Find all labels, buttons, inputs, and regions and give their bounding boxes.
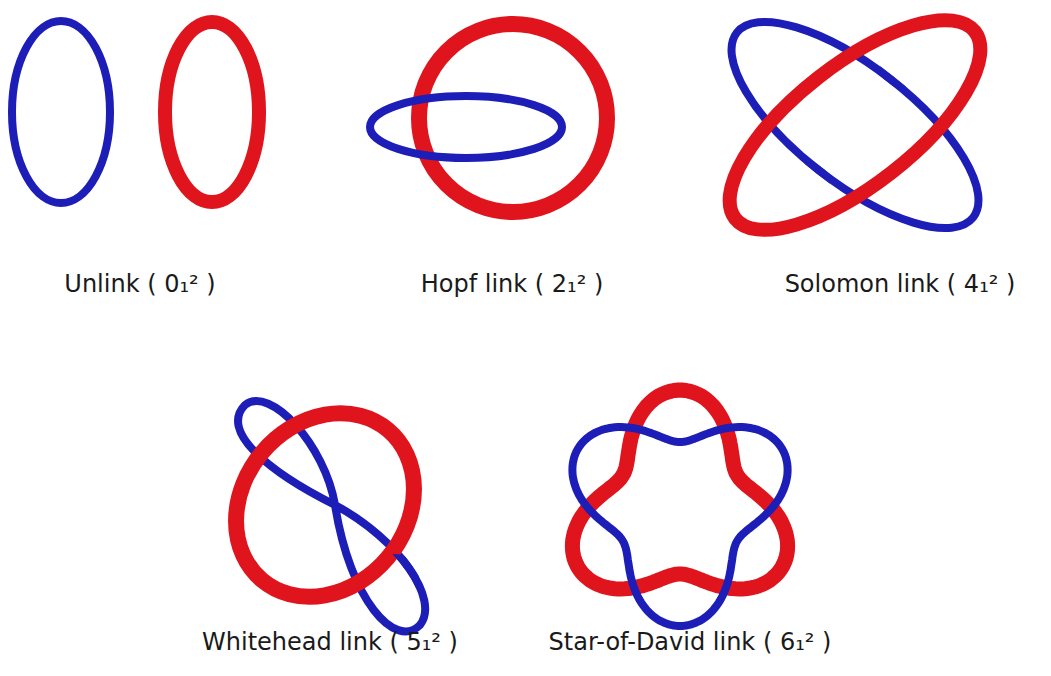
blue-component <box>572 427 787 626</box>
hopf-figure <box>370 24 607 212</box>
solomon-figure <box>698 0 1011 266</box>
link-label: Hopf link ( 2₁² ) <box>421 270 604 299</box>
link-label: Solomon link ( 4₁² ) <box>785 270 1016 299</box>
red-component-over <box>572 390 787 589</box>
link-label: Unlink ( 0₁² ) <box>64 270 215 299</box>
whitehead-figure <box>199 377 451 633</box>
link-label: Star-of-David link ( 6₁² ) <box>549 628 832 657</box>
red-component <box>572 390 787 589</box>
star-of-david-figure <box>572 390 787 626</box>
unlink-figure <box>12 21 259 203</box>
link-label: Whitehead link ( 5₁² ) <box>202 628 458 657</box>
